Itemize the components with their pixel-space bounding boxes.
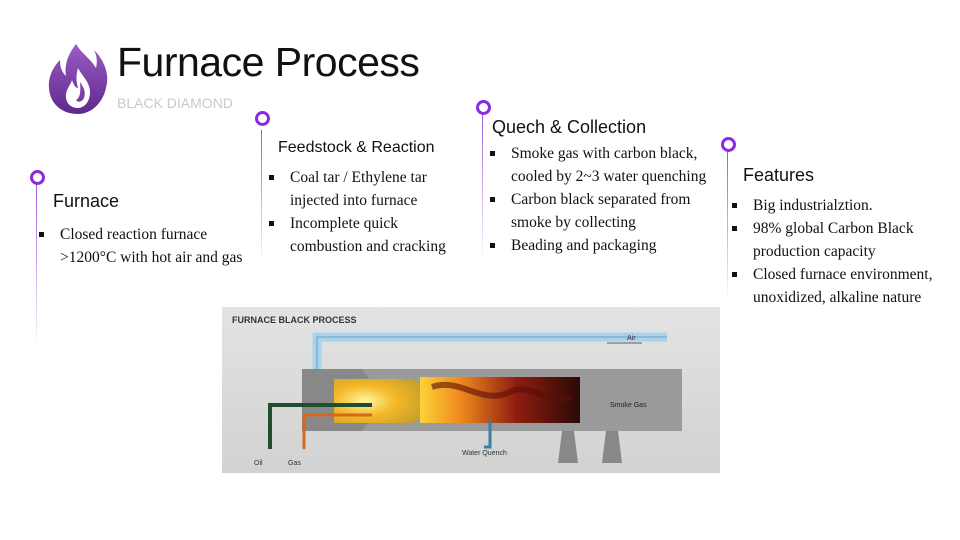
gas-pipe	[302, 413, 372, 449]
label-gas: Gas	[288, 460, 301, 467]
timeline-line	[482, 110, 483, 255]
timeline-marker	[255, 111, 270, 126]
label-air: Air	[627, 335, 636, 342]
step-heading-feedstock: Feedstock & Reaction	[278, 139, 435, 156]
label-water-quench: Water Quench	[462, 450, 507, 457]
bullet-item: Smoke gas with carbon black,cooled by 2~…	[489, 142, 706, 188]
page-subtitle: BLACK DIAMOND	[117, 95, 233, 111]
bullet-item: Closed furnace environment,unoxidized, a…	[731, 263, 932, 309]
timeline-marker	[721, 137, 736, 152]
step-heading-quench: Quech & Collection	[492, 117, 647, 137]
label-oil: Oil	[254, 460, 263, 467]
timeline-line	[727, 150, 728, 298]
timeline-marker	[476, 100, 491, 115]
page-title: Furnace Process	[117, 39, 420, 85]
step-heading-furnace: Furnace	[53, 191, 120, 211]
step-bullets-features: Big industrialztion. 98% global Carbon B…	[731, 194, 932, 309]
step-bullets-quench: Smoke gas with carbon black,cooled by 2~…	[489, 142, 706, 257]
label-smoke-gas: Smoke Gas	[610, 402, 647, 409]
timeline-marker	[30, 170, 45, 185]
step-heading-features: Features	[743, 165, 815, 185]
timeline-line	[261, 130, 262, 260]
diagram-title: FURNACE BLACK PROCESS	[232, 315, 357, 325]
timeline-line	[36, 183, 37, 345]
support-leg	[558, 431, 578, 463]
support-leg	[602, 431, 622, 463]
bullet-item: Big industrialztion.	[731, 194, 932, 217]
step-bullets-furnace: Closed reaction furnace>1200°C with hot …	[38, 223, 242, 269]
furnace-process-diagram: FURNACE BLACK PROCESS Air Oil Gas Water …	[222, 307, 720, 473]
oil-pipe	[268, 403, 372, 449]
flame-logo-icon	[48, 44, 108, 114]
bullet-item: Closed reaction furnace>1200°C with hot …	[38, 223, 242, 269]
combustion-zone	[334, 379, 422, 423]
bullet-item: Beading and packaging	[489, 234, 706, 257]
flame-swirl	[431, 381, 574, 403]
water-quench-pipe	[484, 419, 492, 449]
